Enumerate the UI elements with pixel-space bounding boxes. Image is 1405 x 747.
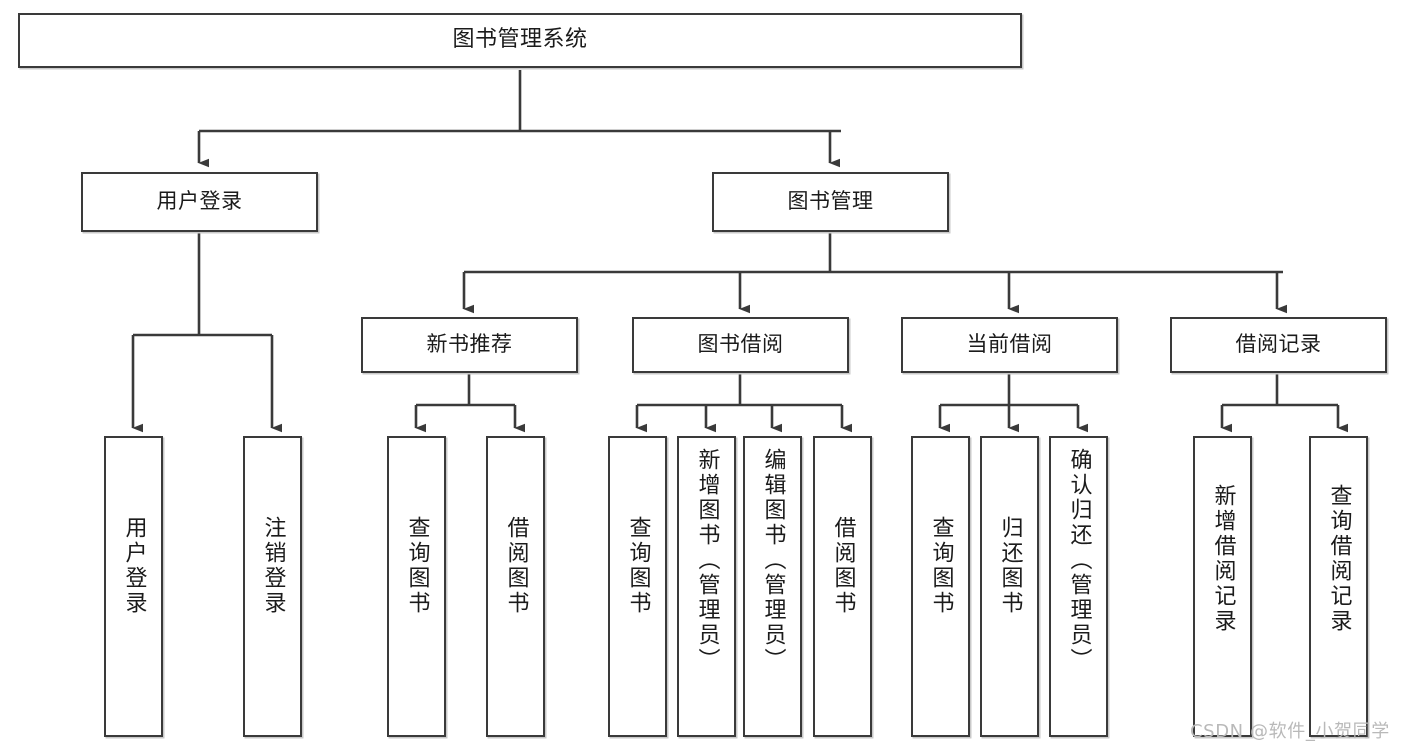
- leaf-logout-login[interactable]: 注销登录: [243, 436, 302, 737]
- node-label: 图书管理: [787, 189, 874, 214]
- node-label: 归还图书: [997, 516, 1023, 616]
- leaf-confirm-return[interactable]: 确认归还（管理员）: [1049, 436, 1108, 737]
- node-book-borrow[interactable]: 图书借阅: [632, 317, 849, 373]
- node-book-management[interactable]: 图书管理: [712, 172, 949, 232]
- node-label: 图书借阅: [697, 332, 784, 357]
- node-label: 借阅图书: [830, 516, 856, 616]
- node-label: 借阅记录: [1235, 332, 1322, 357]
- node-label: 确认归还（管理员）: [1066, 448, 1092, 673]
- node-label: 用户登录: [156, 189, 243, 214]
- node-label: 用户登录: [121, 516, 147, 616]
- leaf-add-record[interactable]: 新增借阅记录: [1193, 436, 1252, 737]
- node-label: 编辑图书（管理员）: [760, 448, 786, 673]
- node-label: 查询图书: [928, 516, 954, 616]
- leaf-query-book-3[interactable]: 查询图书: [911, 436, 970, 737]
- leaf-query-book-2[interactable]: 查询图书: [608, 436, 667, 737]
- node-label: 当前借阅: [966, 332, 1053, 357]
- node-label: 查询图书: [625, 516, 651, 616]
- node-label: 图书管理系统: [452, 27, 588, 53]
- node-current-borrow[interactable]: 当前借阅: [901, 317, 1118, 373]
- leaf-borrow-book-2[interactable]: 借阅图书: [813, 436, 872, 737]
- node-label: 新书推荐: [426, 332, 513, 357]
- node-label: 借阅图书: [503, 516, 529, 616]
- leaf-query-record[interactable]: 查询借阅记录: [1309, 436, 1368, 737]
- leaf-edit-book[interactable]: 编辑图书（管理员）: [743, 436, 802, 737]
- node-label: 查询图书: [404, 516, 430, 616]
- leaf-query-book-1[interactable]: 查询图书: [387, 436, 446, 737]
- node-label: 注销登录: [260, 516, 286, 616]
- node-label: 新增借阅记录: [1210, 484, 1236, 634]
- node-label: 查询借阅记录: [1326, 484, 1352, 634]
- leaf-user-login[interactable]: 用户登录: [104, 436, 163, 737]
- node-new-book-recommend[interactable]: 新书推荐: [361, 317, 578, 373]
- node-borrow-record[interactable]: 借阅记录: [1170, 317, 1387, 373]
- node-label: 新增图书（管理员）: [694, 448, 720, 673]
- leaf-return-book[interactable]: 归还图书: [980, 436, 1039, 737]
- leaf-borrow-book-1[interactable]: 借阅图书: [486, 436, 545, 737]
- node-user-login[interactable]: 用户登录: [81, 172, 318, 232]
- leaf-add-book[interactable]: 新增图书（管理员）: [677, 436, 736, 737]
- node-root-system[interactable]: 图书管理系统: [18, 13, 1022, 68]
